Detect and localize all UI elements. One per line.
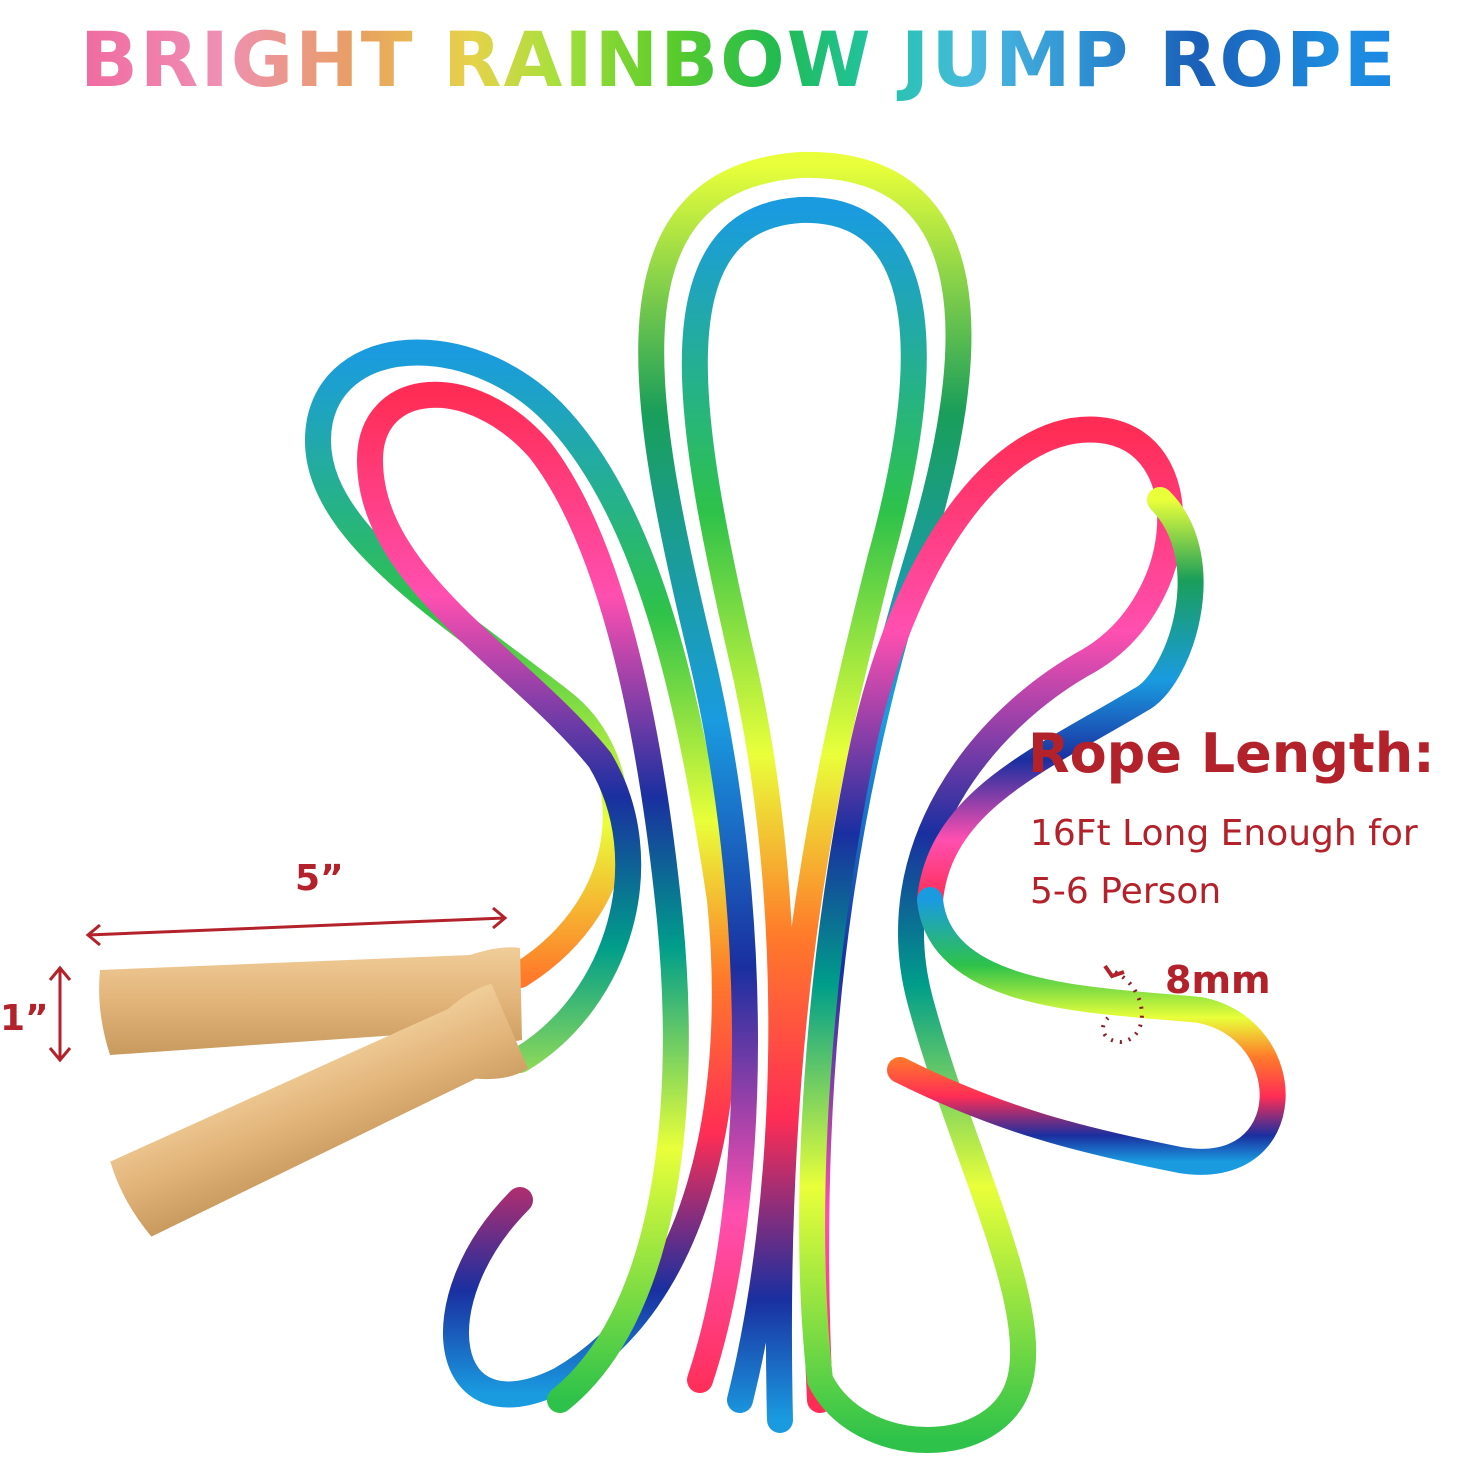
- handle-width-arrow: [48, 965, 72, 1063]
- rope-left-loop: [305, 339, 738, 1413]
- diameter-indicator: [1101, 964, 1144, 1045]
- rope-right-loop: [799, 416, 1286, 1453]
- rope-length-description: 16Ft Long Enough for 5-6 Person: [1030, 805, 1418, 921]
- rope-diameter-label: 8mm: [1165, 958, 1271, 1002]
- rope-length-line-2: 5-6 Person: [1030, 871, 1222, 912]
- handle-length-label: 5”: [295, 858, 344, 899]
- page-title: BRIGHT RAINBOW JUMP ROPE: [80, 10, 1476, 110]
- rope-length-line-1: 16Ft Long Enough for: [1030, 813, 1418, 854]
- handle-width-label: 1”: [0, 998, 49, 1039]
- rope-length-heading: Rope Length:: [1028, 722, 1435, 785]
- handle-bottom: [110, 983, 528, 1237]
- handle-length-arrow: [85, 906, 508, 947]
